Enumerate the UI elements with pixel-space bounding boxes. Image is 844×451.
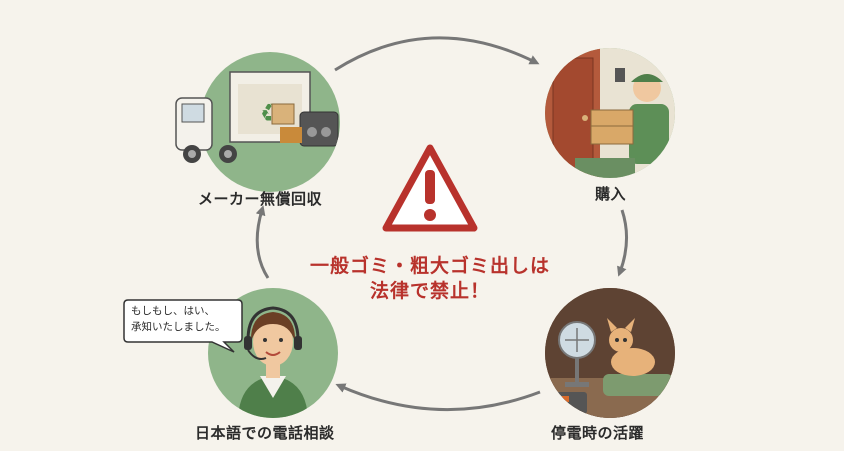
arrow-support-to-recycle xyxy=(255,205,270,279)
speech-line-2: 承知いたしました。 xyxy=(131,321,226,334)
speech-bubble xyxy=(123,299,243,353)
warning-message: 一般ゴミ・粗大ゴミ出しは 法律で禁止！ xyxy=(300,254,560,303)
arrow-blackout-to-support xyxy=(335,383,541,412)
speech-line-1: もしもし、はい、 xyxy=(131,305,215,317)
step-label-recycle: メーカー無償回収 xyxy=(198,190,323,208)
arrow-purchase-to-blackout xyxy=(617,209,629,277)
purchase-illustration xyxy=(545,48,675,178)
step-label-purchase: 購入 xyxy=(595,185,627,203)
recycle-illustration: ♻ xyxy=(200,52,340,192)
speech-bubble-text: もしもし、はい、 承知いたしました。 xyxy=(131,303,226,336)
arrow-recycle-to-purchase xyxy=(334,36,540,72)
warning-line-1: 一般ゴミ・粗大ゴミ出しは xyxy=(309,255,550,277)
truck-cab-illustration xyxy=(175,97,237,163)
warning-triangle-icon xyxy=(382,144,478,232)
warning-line-2: 法律で禁止！ xyxy=(369,279,490,302)
blackout-illustration xyxy=(545,288,675,418)
step-label-blackout: 停電時の活躍 xyxy=(551,424,645,442)
step-label-support: 日本語での電話相談 xyxy=(195,424,335,442)
